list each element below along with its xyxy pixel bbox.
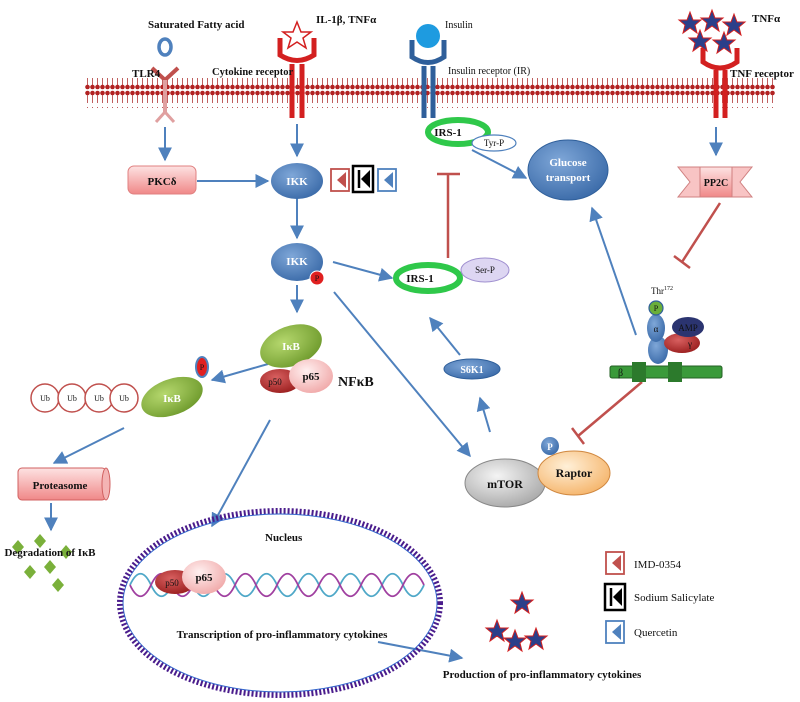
irs1-tyr-node: IRS-1 Tyr-P [425,117,517,152]
legend-sodium-salicylate: Sodium Salicylate [603,582,714,612]
cytokine-stars [484,590,549,653]
cytokine-receptor [277,19,317,118]
amp-label: AMP [678,323,698,333]
glucose-transport-node: Glucose transport [527,139,609,201]
insulin-label: Insulin [445,20,473,31]
inhibition-lines [437,172,722,445]
ub-label-3: Ub [94,394,104,403]
quercetin-inhibitor-icon [377,168,397,192]
tnf-receptor-label: TNF receptor [730,68,794,80]
raptor-label: Raptor [556,466,593,480]
ikk-phospho-label: P [315,274,320,283]
legend: IMD-0354 Sodium Salicylate Quercetin [603,551,714,644]
activation-arrows [44,124,723,663]
glucose-transport-label-1: Glucose [549,157,586,169]
nucleus [117,508,443,698]
nuclear-p65-label: p65 [195,572,213,584]
ikk-node: IKK [271,163,323,199]
ampk-complex: P α AMP γ β Thr172 [609,286,723,382]
alpha-label: α [654,324,659,334]
il1b-tnfa-label: IL-1β, TNFα [316,14,377,26]
ikb-free-label: IκB [163,393,181,405]
thr172-label: Thr172 [651,286,673,296]
ikk-label: IKK [286,176,308,188]
legend-sodium-salicylate-label: Sodium Salicylate [634,592,714,604]
irs1-mid-label: IRS-1 [406,273,434,285]
sodium-salicylate-inhibitor-icon [351,164,375,194]
irs1-ser-node: IRS-1 Ser-P [393,257,510,294]
ub-label-2: Ub [67,394,77,403]
proteasome-label: Proteasome [33,480,88,492]
mtor-raptor-complex: mTOR Raptor P [464,437,611,508]
p50-label: p50 [268,377,282,387]
ikk-p-label: IKK [286,256,308,268]
tnfa-label: TNFα [752,13,781,25]
beta-label: β [618,368,623,379]
proteasome-node: Proteasome [17,467,111,501]
ub-label-4: Ub [119,394,129,403]
ikk-p-node: IKK P [271,243,325,286]
pp2c-node: PP2C [676,166,754,198]
production-label: Production of pro-inflammatory cytokines [443,669,642,681]
ubiquitin-chain: Ub Ub Ub Ub [30,383,139,413]
degradation-label: Degradation of IκB [4,547,96,559]
legend-imd-0354-label: IMD-0354 [634,559,682,571]
gamma-label: γ [687,339,692,349]
ampk-p-label: P [654,304,659,313]
p65-label: p65 [302,371,320,383]
tlr4-label: TLR4 [132,68,161,80]
imd-0354-inhibitor-icon [330,168,350,192]
cell-membrane [85,78,775,108]
tyr-p-label: Tyr-P [484,138,504,148]
saturated-fatty-acid-label: Saturated Fatty acid [148,19,245,31]
legend-imd-0354: IMD-0354 [605,551,682,575]
ikb-bound-label: IκB [282,341,300,353]
irs1-top-label: IRS-1 [434,127,462,139]
insulin-receptor [409,24,447,118]
ser-p-label: Ser-P [475,265,495,275]
s6k1-node: S6K1 [443,358,501,380]
transcription-label: Transcription of pro-inflammatory cytoki… [177,629,388,641]
pkcd-label: PKCδ [148,176,177,188]
pkcd-node: PKCδ [127,165,197,195]
s6k1-label: S6K1 [460,365,483,376]
cytokine-receptor-label: Cytokine receptor [212,67,293,78]
tnf-receptor [700,48,740,118]
nfkb-label: NFκB [338,375,374,390]
legend-quercetin: Quercetin [605,620,678,644]
ub-label-1: Ub [40,394,50,403]
tnfa-stars [677,8,747,55]
insulin-receptor-label: Insulin receptor (IR) [448,66,530,77]
tlr4-receptor [150,37,180,124]
ikb-nfkb-complex: IκB p50 p65 [260,324,333,393]
pp2c-label: PP2C [704,178,728,189]
ikb-free-node: IκB P [141,356,209,418]
nuclear-nfkb: p50 p65 [155,560,226,594]
degraded-ikb-fragments [12,534,72,592]
mtor-label: mTOR [487,477,523,491]
legend-quercetin-label: Quercetin [634,627,678,639]
glucose-transport-label-2: transport [546,172,591,184]
ikb-phospho-label: P [200,363,205,372]
nucleus-label: Nucleus [265,532,303,544]
nuclear-p50-label: p50 [165,578,179,588]
raptor-phospho-label: P [547,442,553,452]
